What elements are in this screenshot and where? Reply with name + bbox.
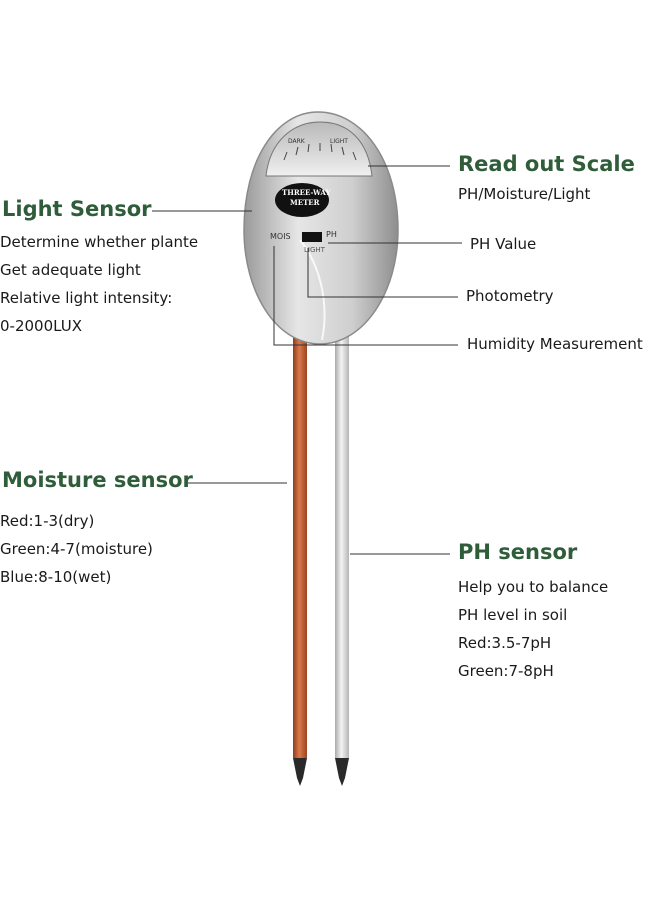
meter-body [243,111,399,345]
dial-scale [283,143,357,161]
meter-face-badge [275,183,329,217]
ph-sensor-line: Green:7-8pH [458,662,554,680]
moisture-sensor-line: Blue:8-10(wet) [0,568,112,586]
light-sensor-description: Determine whether plante Get adequate li… [0,228,198,340]
photometry-callout: Photometry [466,287,554,305]
mode-label-ph: PH [326,230,337,239]
ph-value-callout: PH Value [470,235,537,253]
read-out-scale-title: Read out Scale [458,152,635,176]
read-out-scale-subtitle: PH/Moisture/Light [458,185,591,203]
humidity-callout: Humidity Measurement [467,335,643,353]
ph-sensor-line: Red:3.5-7pH [458,634,552,652]
light-sensor-line: Relative light intensity: [0,289,173,307]
moisture-sensor-description: Red:1-3(dry) Green:4-7(moisture) Blue:8-… [0,507,153,591]
mode-label-light: LIGHT [304,246,325,254]
light-sensor-title: Light Sensor [2,197,152,221]
ph-sensor-title: PH sensor [458,540,578,564]
leader-lines [152,165,462,555]
light-sensor-line: Get adequate light [0,261,141,279]
face-text-line1: THREE-WAY [282,188,331,197]
mode-label-mois: MOIS [270,232,291,241]
face-text-line2: METER [290,198,320,207]
ph-sensor-line: Help you to balance [458,578,609,596]
moisture-sensor-line: Red:1-3(dry) [0,512,95,530]
moisture-sensor-line: Green:4-7(moisture) [0,540,153,558]
moisture-sensor-title: Moisture sensor [2,468,193,492]
steel-probe [335,300,349,786]
mode-switch [302,232,322,242]
dial-label-light: LIGHT [330,138,348,145]
light-sensor-line: 0-2000LUX [0,317,82,335]
dial-label-dark: DARK [288,138,305,145]
light-sensor-line: Determine whether plante [0,233,199,251]
ph-sensor-description: Help you to balance PH level in soil Red… [458,573,608,685]
ph-sensor-line: PH level in soil [458,606,568,624]
copper-probe [293,300,307,786]
